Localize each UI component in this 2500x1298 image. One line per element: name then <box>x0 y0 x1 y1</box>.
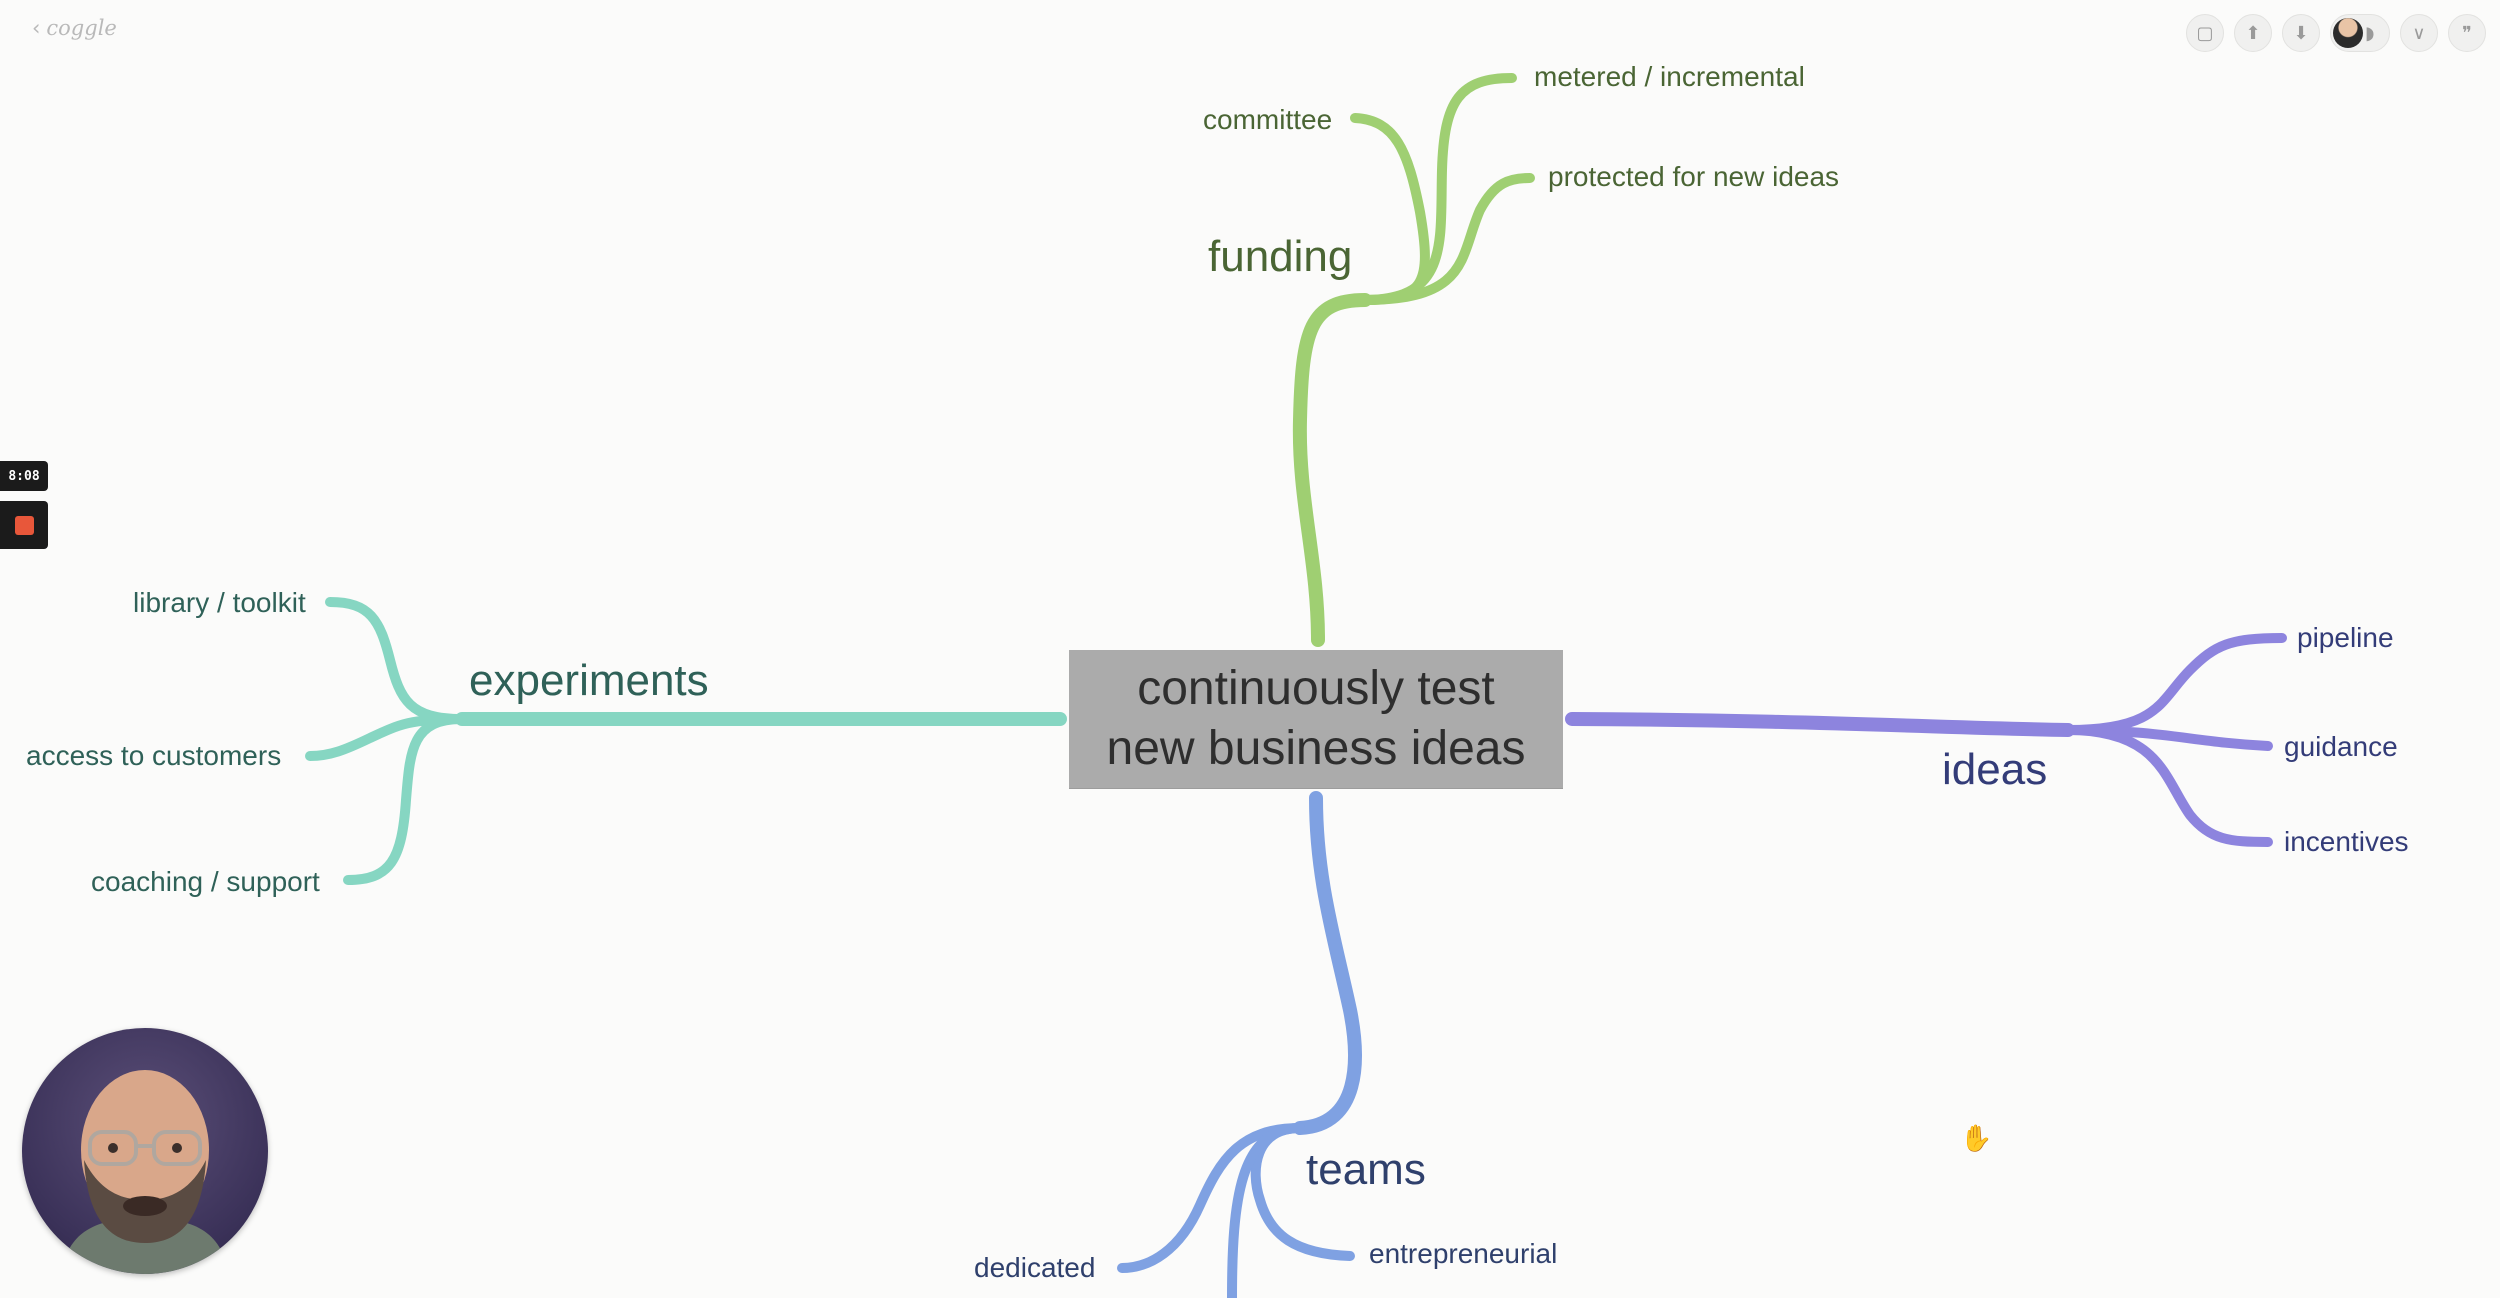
top-toolbar: ▢ ⬆ ⬇ ◗ ∨ ❞ <box>2186 14 2486 52</box>
node-incentives[interactable]: incentives <box>2284 826 2409 857</box>
chevron-left-icon[interactable]: ‹ <box>32 16 41 40</box>
logo-text: coggle <box>46 16 117 40</box>
node-guidance[interactable]: guidance <box>2284 731 2398 762</box>
node-experiments[interactable]: experiments <box>469 656 709 705</box>
node-committee[interactable]: committee <box>1203 104 1333 135</box>
collaborators-button[interactable]: ◗ <box>2330 14 2390 52</box>
ideas-branch <box>1565 633 2287 847</box>
node-teams[interactable]: teams <box>1306 1145 1426 1194</box>
node-library-toolkit[interactable]: library / toolkit <box>133 587 306 618</box>
presenter-face-image <box>62 1070 228 1274</box>
central-topic-node[interactable]: continuously test new business ideas <box>1069 650 1563 788</box>
node-protected-for-new-ideas[interactable]: protected for new ideas <box>1548 161 1840 192</box>
node-dedicated[interactable]: dedicated <box>974 1252 1096 1283</box>
node-access-to-customers[interactable]: access to customers <box>26 740 282 771</box>
chevron-down-icon[interactable]: ∨ <box>2400 14 2438 52</box>
upload-icon[interactable]: ⬆ <box>2234 14 2272 52</box>
presenter-webcam <box>22 1028 268 1274</box>
teams-branch <box>1117 791 1362 1298</box>
present-icon[interactable]: ▢ <box>2186 14 2224 52</box>
comments-icon[interactable]: ❞ <box>2448 14 2486 52</box>
central-topic-line-1: continuously test <box>1137 662 1495 715</box>
node-ideas[interactable]: ideas <box>1942 745 2048 794</box>
node-pipeline[interactable]: pipeline <box>2297 622 2394 653</box>
avatar <box>2333 18 2363 48</box>
stop-icon <box>14 515 34 535</box>
central-topic-line-2: new business ideas <box>1106 722 1526 775</box>
hand-cursor-icon: ✋ <box>1960 1124 1993 1154</box>
node-coaching-support[interactable]: coaching / support <box>91 866 320 897</box>
experiments-branch <box>305 597 1067 885</box>
coggle-logo[interactable]: ‹coggle <box>32 16 117 40</box>
download-icon[interactable]: ⬇ <box>2282 14 2320 52</box>
stop-recording-button[interactable] <box>0 501 48 549</box>
node-entrepreneurial[interactable]: entrepreneurial <box>1369 1238 1558 1269</box>
funding-branch <box>1292 73 1535 647</box>
collaborators-avatar-icon: ◗ <box>2365 22 2375 44</box>
recording-timer: 8:08 <box>0 461 48 491</box>
node-funding[interactable]: funding <box>1208 232 1353 281</box>
node-metered-incremental[interactable]: metered / incremental <box>1534 61 1805 92</box>
